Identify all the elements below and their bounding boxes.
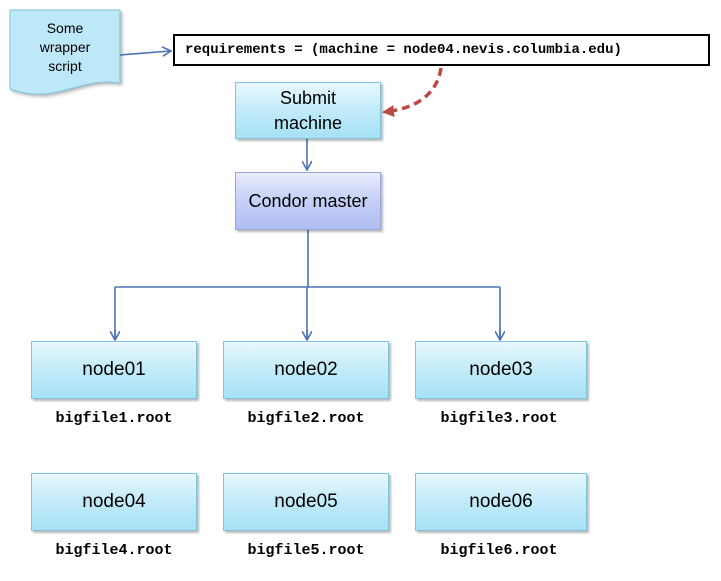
node06-box: node06: [415, 473, 587, 531]
node04-label: node04: [82, 491, 146, 512]
node05-box: node05: [223, 473, 389, 531]
node01-box: node01: [31, 341, 197, 399]
node06-file: bigfile6.root: [440, 542, 558, 559]
condor-master-label: Condor master: [248, 190, 368, 211]
condor-master-box: Condor master: [235, 172, 381, 230]
node02-file: bigfile2.root: [247, 410, 365, 427]
master-to-nodes-tree: [114, 230, 501, 338]
node03-file: bigfile3.root: [440, 410, 558, 427]
node04-file: bigfile4.root: [55, 542, 173, 559]
node03-label: node03: [469, 359, 533, 380]
wrapper-script-shape: [9, 9, 121, 95]
node06-label: node06: [469, 491, 533, 512]
node02-label: node02: [274, 359, 338, 380]
node01-file: bigfile1.root: [55, 410, 173, 427]
node01-label: node01: [82, 359, 146, 380]
wrapper-script-label: Some wrapper script: [10, 10, 120, 84]
requirements-box: requirements = (machine = node04.nevis.c…: [173, 34, 710, 66]
node04-box: node04: [31, 473, 197, 531]
submit-line-1: Submit: [279, 87, 336, 108]
node02-box: node02: [223, 341, 389, 399]
node05-label: node05: [274, 491, 338, 512]
requirements-to-submit-arrow: [382, 67, 443, 118]
submit-machine-box: Submit machine: [235, 82, 381, 139]
wrapper-line-3: script: [48, 57, 82, 74]
node05-file: bigfile5.root: [247, 542, 365, 559]
requirements-text: requirements = (machine = node04.nevis.c…: [185, 42, 622, 58]
submit-line-2: machine: [273, 112, 343, 133]
wrapper-line-2: wrapper: [39, 38, 91, 55]
node03-box: node03: [415, 341, 587, 399]
wrapper-to-requirements-arrow: [119, 51, 170, 55]
wrapper-line-1: Some: [46, 19, 84, 36]
